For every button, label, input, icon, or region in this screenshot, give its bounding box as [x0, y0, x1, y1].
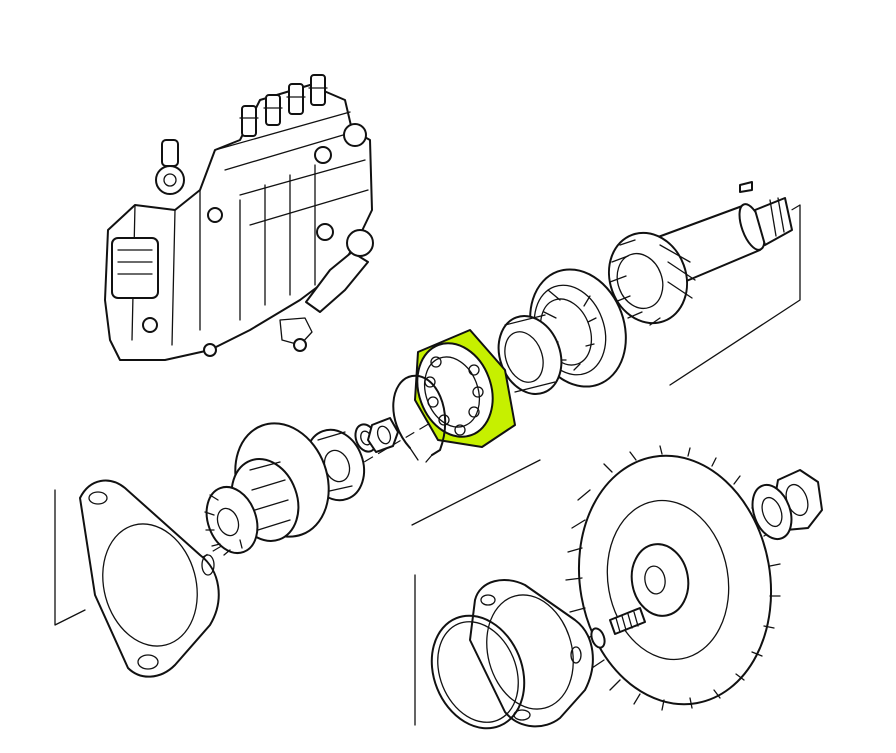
ball-bearing[interactable] [405, 329, 516, 448]
circlip [392, 374, 447, 463]
o-ring [430, 614, 526, 730]
drive-sprocket [565, 445, 781, 711]
drive-shaft [607, 181, 793, 326]
gear-hub [204, 422, 330, 556]
stud-bolt [590, 607, 646, 649]
triangular-gasket [79, 479, 220, 678]
nut [367, 417, 399, 453]
sprocket-washer [751, 483, 793, 541]
sprocket-flange [469, 579, 594, 728]
injection-pump [104, 74, 374, 361]
